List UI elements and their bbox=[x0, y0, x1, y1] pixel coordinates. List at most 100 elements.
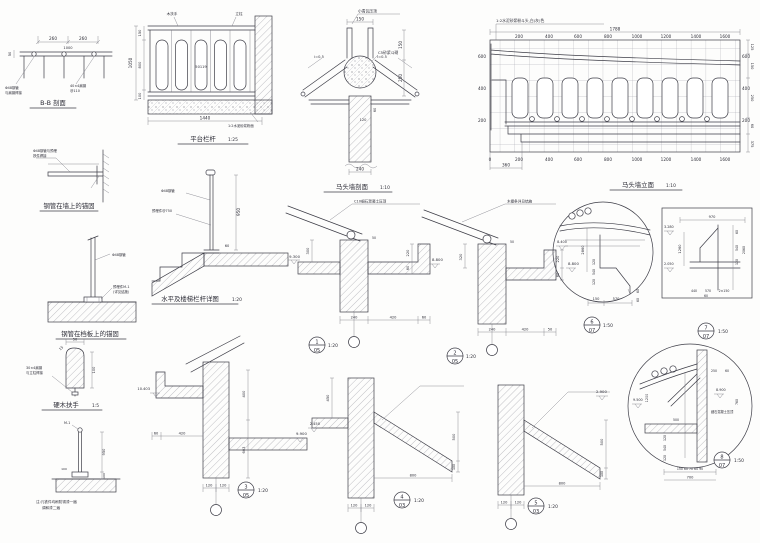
note-label: 木扶手 bbox=[167, 11, 178, 16]
detail-1-05: C10细石混凝土压顶 300 9.300 50 220 60 8.800 240… bbox=[285, 199, 443, 354]
slope-label: i=0.5 bbox=[314, 55, 324, 59]
axis-tick-label: 600 bbox=[574, 34, 582, 39]
dim-label: 420 bbox=[179, 432, 187, 436]
dim-label: 100 bbox=[452, 464, 456, 470]
dim-label: 150 bbox=[356, 17, 364, 22]
dim-label: 60 bbox=[422, 316, 427, 320]
note-label: 30×4扁钢 bbox=[26, 365, 43, 370]
dim-label: 240 bbox=[356, 167, 364, 172]
grid-bubble bbox=[348, 336, 360, 348]
note-label: Φ48钢管 bbox=[112, 252, 126, 257]
axis-tick-label: 1000 bbox=[632, 157, 643, 162]
dim-label: 150 bbox=[750, 63, 754, 71]
dim-label: 120 bbox=[592, 259, 596, 265]
dim-label: 120 bbox=[351, 504, 359, 508]
detail-3-05: 10.403 60 420 9.900 400 603 120 120 3 05… bbox=[137, 335, 307, 516]
dim-label: 360 bbox=[502, 163, 510, 168]
dim-label: 570 bbox=[613, 297, 621, 301]
scale-label: 1:25 bbox=[228, 137, 238, 143]
dim-label: 1200 bbox=[645, 394, 649, 403]
dim-label: 60 bbox=[636, 289, 640, 293]
rail-bolt bbox=[91, 51, 97, 57]
dim-label: 400 bbox=[242, 390, 246, 398]
grid-bubble bbox=[486, 344, 498, 356]
detail-matou-wall-section: 150 小青瓦压顶 i=0.5 i=0.5 60 120 150 250 C5砂… bbox=[300, 9, 420, 193]
title-label: 平台栏杆 bbox=[190, 134, 216, 143]
bubble-number: 2 bbox=[453, 351, 456, 357]
dim-label: 1440 bbox=[200, 116, 211, 121]
dim-label: 60 bbox=[154, 432, 159, 436]
dim-label: 320 bbox=[459, 253, 463, 261]
dim-label: 540 bbox=[663, 445, 667, 451]
dim-label: 15 bbox=[58, 345, 64, 351]
dim-label: 375 bbox=[750, 141, 754, 148]
dim-label: 800 bbox=[138, 61, 142, 69]
dim-label: 50 bbox=[372, 236, 376, 240]
level-label: 2.450 bbox=[310, 422, 321, 426]
note-label: 预埋件M-1 bbox=[113, 284, 129, 289]
dim-label: 450 bbox=[326, 394, 330, 402]
dim-label: 2×150 bbox=[719, 289, 730, 293]
level-label: 9.900 bbox=[296, 431, 307, 436]
dim-label: 100 bbox=[102, 473, 106, 479]
note-label: 预埋件@750 bbox=[152, 208, 172, 213]
dim-label: 125 bbox=[750, 44, 754, 51]
dim-label: 50 bbox=[510, 240, 514, 244]
title-label: 马头墙立面 bbox=[622, 180, 655, 189]
title-label: 硬木扶手 bbox=[53, 400, 79, 409]
dim-label: 60 bbox=[636, 298, 640, 302]
level-label: 2.900 bbox=[596, 389, 607, 394]
bubble-number: 6 bbox=[590, 320, 593, 326]
dim-label: 120 bbox=[365, 504, 373, 508]
axis-tick-label: 1600 bbox=[720, 157, 731, 162]
bubble-sheet: 03 bbox=[399, 503, 405, 509]
axis-tick-label: 200 bbox=[515, 34, 523, 39]
dim-label: 570 bbox=[705, 289, 711, 293]
note-label: Φ48钢管 bbox=[161, 188, 175, 193]
dim-label: 240 bbox=[351, 316, 359, 320]
scale-label: 1:10 bbox=[380, 185, 390, 191]
axis-tick-label: 600 bbox=[478, 54, 486, 59]
dim-label: 1260 bbox=[678, 244, 682, 254]
axis-tick-label: 600 bbox=[742, 54, 750, 59]
note-label: 立柱 bbox=[235, 11, 243, 16]
scale-label: 1:50 bbox=[734, 458, 744, 464]
level-label: 3.280 bbox=[664, 225, 674, 229]
note-label: 1:2水泥砂浆粉面 bbox=[228, 123, 254, 128]
note-label: (详见结施) bbox=[113, 289, 130, 294]
dim-label: 50119 bbox=[195, 65, 207, 69]
dim-label: 250 bbox=[750, 95, 754, 103]
note-label: M-1 bbox=[64, 421, 70, 425]
note-label: 与扁钢焊接 bbox=[5, 90, 23, 95]
note-label: 与立柱焊接 bbox=[26, 370, 44, 375]
bubble-number: 8 bbox=[720, 455, 723, 461]
scale-label: 1:20 bbox=[414, 498, 424, 504]
note-label: Φ48钢管与预埋 bbox=[33, 148, 58, 153]
detail-hardwood-handrail: 15 50 100 30×4扁钢 与立柱焊接 硬木扶手 1:5 bbox=[26, 338, 103, 411]
dim-label: 60 bbox=[704, 294, 708, 298]
detail-pipe-wall-anchor: Φ48钢管与预埋 铁件焊接 钢管在墙上的锚固 bbox=[33, 148, 110, 212]
dim-label: 420 bbox=[390, 316, 398, 320]
dim-label: 240 bbox=[489, 328, 497, 332]
dim-label: 120 bbox=[663, 455, 667, 461]
dim-label: 220 bbox=[406, 249, 410, 257]
title-label: 水平及楼梯栏杆详图 bbox=[161, 294, 219, 303]
purlin bbox=[482, 234, 492, 244]
dim-label: 970 bbox=[709, 215, 717, 219]
dim-label: 2060 bbox=[742, 246, 746, 254]
dim-label: 50 bbox=[8, 51, 12, 56]
dim-label: 120 bbox=[663, 435, 667, 441]
dim-label: 440 bbox=[691, 289, 697, 293]
dim-label: 100 bbox=[600, 471, 604, 477]
detail-post-elevation: M-1 950 100 100 注:凡铁件均刷防锈漆一遍 调和漆二遍 bbox=[36, 421, 121, 510]
detail-4-03: 450 2.450 500 100 800 120 120 4 03 1:20 bbox=[308, 377, 464, 534]
scale-label: 1:10 bbox=[666, 183, 676, 189]
dim-label: 950 bbox=[236, 208, 241, 216]
bubble-sheet: 05 bbox=[243, 493, 249, 499]
bubble-number: 4 bbox=[400, 495, 403, 501]
dim-label: 260 bbox=[49, 36, 57, 41]
note-label: 铁件焊接 bbox=[33, 153, 47, 158]
note-label: 调和漆二遍 bbox=[42, 505, 60, 510]
dim-label: 760 bbox=[735, 399, 739, 405]
